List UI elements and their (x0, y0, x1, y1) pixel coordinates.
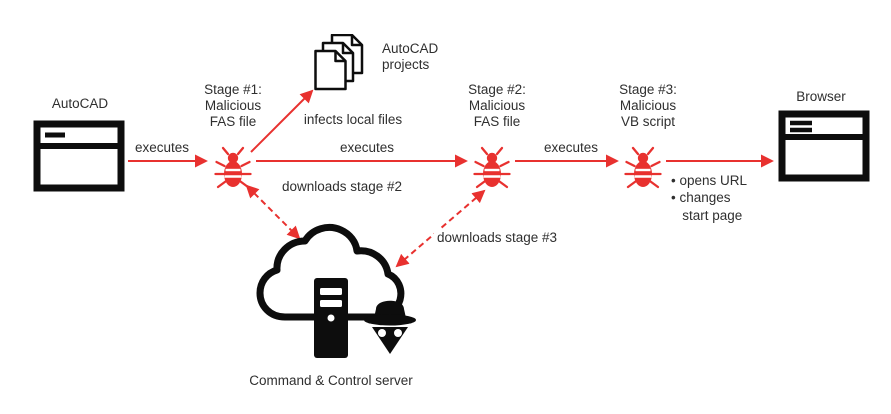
arrow-stage1-to-projects (250, 89, 314, 153)
projects-label: AutoCAD projects (379, 40, 442, 74)
stage2-bug-icon (472, 145, 512, 191)
arrow-download-stage2 (245, 184, 301, 240)
stage3-caption: Stage #3: Malicious VB script (616, 81, 680, 131)
c2server-label: Command & Control server (246, 372, 416, 390)
autocad-window-icon (33, 120, 125, 192)
edge-infects-label: infects local files (300, 111, 406, 129)
stage2-caption: Stage #2: Malicious FAS file (465, 81, 529, 131)
edge-download-stage3-label: downloads stage #3 (433, 229, 561, 247)
edge-executes-1-label: executes (131, 139, 193, 157)
autocad-label: AutoCAD (48, 95, 112, 113)
stage1-bug-icon (213, 145, 253, 191)
documents-stack-icon (314, 34, 370, 92)
arrow-download-stage3 (395, 189, 486, 268)
edge-executes-2-label: executes (336, 139, 398, 157)
browser-window-icon (778, 110, 870, 182)
edge-executes-3-label: executes (540, 139, 602, 157)
stage3-bug-icon (623, 145, 663, 191)
edge-download-stage2-label: downloads stage #2 (278, 178, 406, 196)
browser-effects-list: • opens URL • changes start page (668, 171, 751, 225)
stage1-caption: Stage #1: Malicious FAS file (201, 81, 265, 131)
cloud-server-hacker-icon (252, 214, 420, 370)
browser-label: Browser (793, 88, 849, 106)
